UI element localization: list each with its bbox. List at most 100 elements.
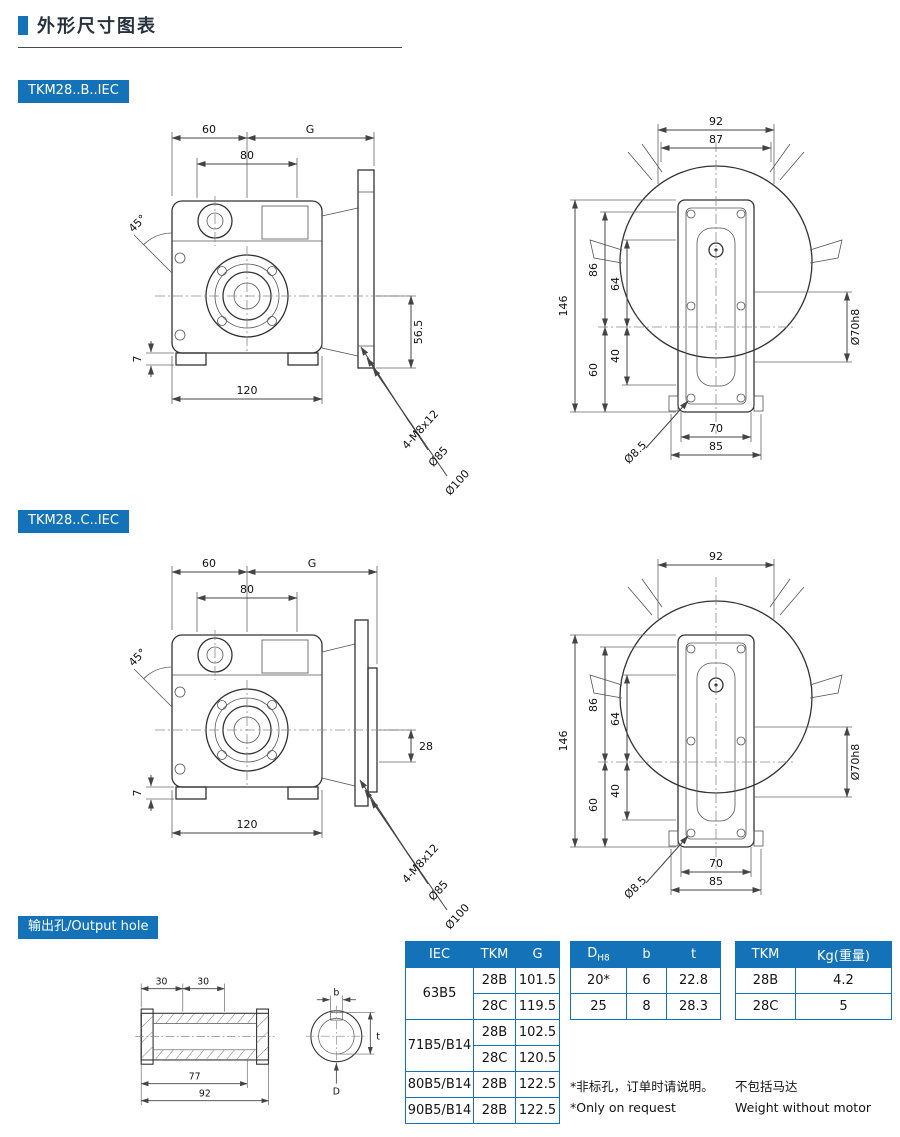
dim-label-86: 86 (587, 263, 600, 277)
d-value: 20* (570, 967, 627, 994)
dim-label-dia70h8: Ø70h8 (849, 744, 862, 781)
table-row: 90B5/B14 28B 122.5 (405, 1097, 560, 1124)
hatching (141, 1013, 269, 1060)
iec-g-table-wrap: IEC TKM G 63B5 28B 101.5 28C 119.5 71B5/… (405, 941, 560, 1124)
col-header-iec: IEC (405, 941, 474, 968)
dim-label-40: 40 (609, 784, 622, 798)
iec-g-table: IEC TKM G 63B5 28B 101.5 28C 119.5 71B5/… (405, 941, 560, 1124)
dim-label-60: 60 (587, 798, 600, 812)
dim-label-80: 80 (240, 149, 254, 162)
dim-label-120: 120 (237, 384, 258, 397)
dim-label-146: 146 (557, 296, 570, 317)
title-underline (18, 47, 402, 48)
dim-label-4-m8x12: 4-M8x12 (400, 407, 442, 451)
hole-size-table-wrap: DH8 b t 20* 6 22.8 25 8 28.3 (570, 941, 721, 1020)
d-label: D (587, 945, 598, 961)
dim-label-120: 120 (237, 818, 258, 831)
tkm-value: 28B (735, 967, 796, 994)
page-title: 外形尺寸图表 (37, 16, 157, 37)
d-tolerance-label: H8 (597, 953, 610, 964)
dim-label-b: b (333, 987, 339, 998)
hole-size-table: DH8 b t 20* 6 22.8 25 8 28.3 (570, 941, 721, 1020)
dim-label-146: 146 (557, 731, 570, 752)
drawing-output-hole: 30 30 77 92 b t D (135, 976, 380, 1105)
dim-label-7: 7 (131, 356, 144, 363)
dim-label-64: 64 (609, 712, 622, 726)
dim-label-60: 60 (202, 123, 216, 136)
dim-label-t: t (376, 1032, 380, 1043)
section-badge-tkm28b: TKM28..B..IEC (18, 80, 129, 103)
table-row: 80B5/B14 28B 122.5 (405, 1071, 560, 1098)
gearbox-body-outline (155, 169, 410, 369)
dim-label-30-second: 30 (197, 976, 209, 987)
note-line-en: *Only on request (570, 1100, 676, 1116)
col-header-d-h8: DH8 (570, 941, 627, 968)
dim-label-60: 60 (202, 557, 216, 570)
dim-label-7: 7 (131, 790, 144, 797)
weight-table-wrap: TKM Kg(重量) 28B 4.2 28C 5 (735, 941, 892, 1020)
dim-label-92: 92 (709, 115, 723, 128)
kg-value: 5 (795, 993, 892, 1020)
drawing-tkm28b-front-view: 92 87 146 86 64 60 40 Ø70h8 (557, 115, 862, 466)
dim-label-dia100: Ø100 (443, 901, 473, 932)
dim-label-92: 92 (199, 1088, 211, 1099)
page-header: 外形尺寸图表 (18, 12, 157, 38)
dim-label-70: 70 (709, 422, 723, 435)
output-sleeve-section (135, 1008, 275, 1065)
table-header-row: IEC TKM G (405, 941, 560, 968)
table-row: 63B5 28B 101.5 (405, 967, 560, 1020)
table-row: 71B5/B14 28B 102.5 (405, 1019, 560, 1072)
dim-label-g: G (308, 557, 317, 570)
dim-label-28: 28 (419, 740, 433, 753)
dimension-annotations: 60 G 80 45° 28 7 120 4-M8x12 (126, 557, 472, 932)
dim-label-45deg: 45° (126, 212, 149, 235)
dim-label-60: 60 (587, 363, 600, 377)
d-value: 25 (570, 993, 627, 1020)
dim-label-64: 64 (609, 277, 622, 291)
tkm-value: 28C (473, 1045, 516, 1072)
weight-table-notes: 不包括马达 Weight without motor (735, 1076, 871, 1119)
col-header-tkm: TKM (735, 941, 796, 968)
table-row: 25 8 28.3 (570, 993, 721, 1020)
g-value: 120.5 (515, 1045, 560, 1072)
note-line-en: Weight without motor (735, 1100, 871, 1116)
output-bore-end-view (305, 1005, 367, 1067)
g-value: 101.5 (515, 967, 560, 994)
drawing-tkm28b-side-view: 60 G 80 45° 56.5 7 120 4-M8x12 (126, 123, 473, 498)
dim-label-dia70h8: Ø70h8 (849, 309, 862, 346)
tkm-value: 28B (473, 1097, 516, 1124)
dim-label-92: 92 (709, 550, 723, 563)
drawing-tkm28c-side-view: 60 G 80 45° 28 7 120 4-M8x12 (126, 557, 472, 932)
table-row: 28B 4.2 (735, 967, 892, 994)
dim-label-56-5: 56.5 (412, 320, 425, 345)
weight-table: TKM Kg(重量) 28B 4.2 28C 5 (735, 941, 892, 1020)
g-value: 119.5 (515, 993, 560, 1020)
gearbox-body-outline (155, 619, 410, 807)
col-header-tkm: TKM (473, 941, 516, 968)
dim-label-85: 85 (709, 875, 723, 888)
note-line-cn: *非标孔，订单时请说明。 (570, 1079, 714, 1094)
dimension-annotations: 30 30 77 92 b t D (140, 976, 380, 1105)
dim-label-87: 87 (709, 133, 723, 146)
note-line-cn: 不包括马达 (735, 1079, 798, 1094)
table-row: 28C 119.5 (406, 993, 560, 1020)
dim-label-d: D (333, 1087, 340, 1098)
flange-and-body-outline (589, 142, 843, 434)
tkm-value: 28B (473, 1071, 516, 1098)
dim-label-g: G (306, 123, 315, 136)
col-header-g: G (515, 941, 560, 968)
dim-label-30-first: 30 (156, 976, 168, 987)
hole-table-notes: *非标孔，订单时请说明。 *Only on request (570, 1076, 714, 1119)
dim-label-dia8-5: Ø8.5 (622, 439, 650, 467)
tkm-value: 28B (473, 967, 516, 994)
dim-label-86: 86 (587, 698, 600, 712)
g-value: 122.5 (515, 1097, 560, 1124)
dim-label-dia85: Ø85 (426, 878, 451, 904)
dim-label-dia100: Ø100 (443, 467, 473, 498)
dimension-annotations: 92 87 146 86 64 60 40 Ø70h8 (557, 115, 862, 466)
t-value: 28.3 (666, 993, 721, 1020)
table-row: 20* 6 22.8 (570, 967, 721, 994)
col-header-kg: Kg(重量) (795, 941, 892, 968)
dim-label-40: 40 (609, 349, 622, 363)
